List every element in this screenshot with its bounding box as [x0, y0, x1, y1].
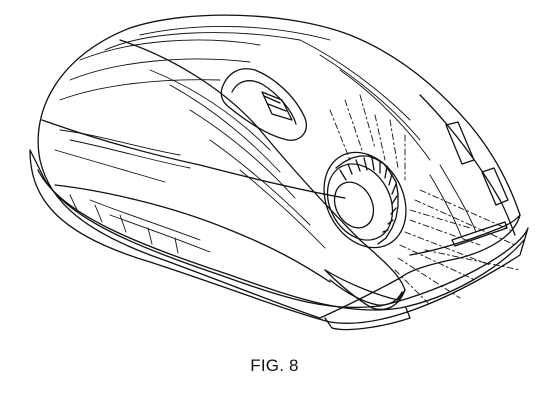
left-side-lower-curve — [54, 184, 331, 283]
mouse-shell-outline — [37, 14, 521, 319]
thumb-slot-inner — [231, 80, 297, 125]
base-front-lip — [324, 307, 411, 331]
figure-caption: FIG. 8 — [250, 356, 299, 375]
button-front-bevel — [329, 279, 403, 306]
reflection-lines — [329, 94, 521, 306]
surface-shading — [54, 26, 477, 254]
right-side-panel — [419, 94, 516, 236]
right-button-upper — [445, 121, 475, 165]
right-side-slot — [451, 221, 508, 247]
thumb-slot — [220, 68, 307, 141]
base-inner-edge — [37, 169, 525, 311]
right-side-rim — [409, 214, 521, 256]
left-side-panel — [41, 119, 346, 199]
slot-button — [261, 91, 293, 121]
right-button-lower — [481, 167, 509, 206]
left-button-panel — [119, 39, 406, 301]
slot-button-face — [263, 95, 287, 112]
scroll-wheel — [323, 151, 407, 249]
mouse-base-plate — [29, 149, 529, 324]
button-front-edge — [324, 269, 406, 311]
